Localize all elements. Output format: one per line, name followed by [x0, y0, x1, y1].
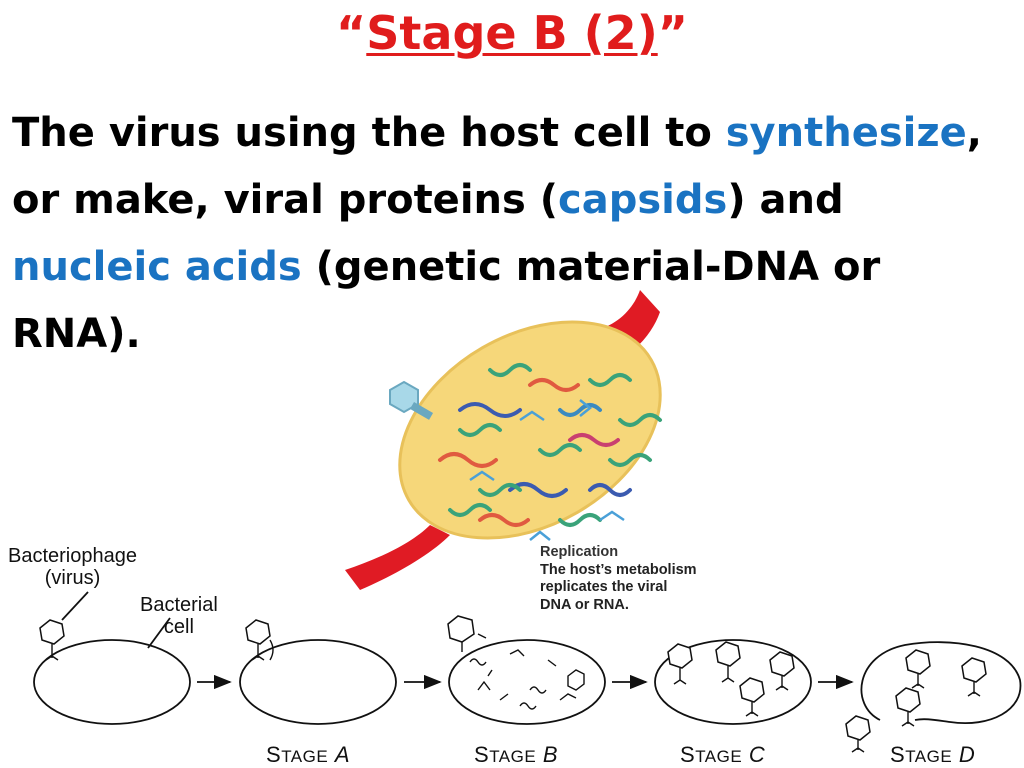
stage-c-initial: S: [680, 742, 696, 767]
stage-a-initial: S: [266, 742, 282, 767]
slide-title: “Stage B (2)”: [0, 8, 1024, 59]
replication-caption: Replication The host’s metabolism replic…: [540, 544, 697, 614]
viral-strands: [438, 378, 632, 527]
title-text: Stage B (2): [366, 6, 658, 60]
stage-b-word: TAGE: [489, 747, 537, 766]
cell-stage-0: [33, 639, 191, 725]
stage-a-word: TAGE: [281, 747, 329, 766]
red-arrow-bottom-icon: [345, 525, 450, 590]
stage-b-initial: S: [474, 742, 490, 767]
stage-a-letter: A: [334, 742, 351, 767]
stage-a-label: STAGE A: [266, 742, 350, 768]
stage-d-letter: D: [958, 742, 976, 767]
body-text-segment: ) and: [727, 177, 844, 223]
stage-b-fragments: [469, 649, 585, 710]
cell-stage-c: [654, 639, 812, 725]
pointer-line: [61, 591, 89, 621]
replication-line-1: The host’s metabolism: [540, 561, 697, 578]
cell-stage-d: [860, 641, 1022, 724]
stage-diagram: [33, 591, 1022, 753]
title-close-quote: ”: [657, 6, 688, 60]
phage-icons: [39, 615, 987, 741]
bacteriophage-label-line-1: Bacteriophage: [8, 545, 137, 567]
stage-d-word: TAGE: [905, 747, 953, 766]
replication-line-2: replicates the viral: [540, 579, 668, 595]
term-nucleic-acids: nucleic acids: [12, 244, 302, 290]
bacteriophage-label-line-2: (virus): [44, 567, 101, 589]
capsid-fragments: [469, 399, 625, 541]
slide-body: The virus using the host cell to synthes…: [12, 100, 1017, 368]
stage-b-label: STAGE B: [474, 742, 558, 768]
body-line-4: RNA).: [12, 301, 1017, 368]
replication-illustration: [345, 290, 662, 590]
pointer-line: [147, 617, 171, 649]
body-line-3: nucleic acids (genetic material-DNA or: [12, 234, 1017, 301]
stage-c-label: STAGE C: [680, 742, 765, 768]
bacterial-cell-label-line-2: cell: [163, 616, 194, 638]
body-line-1: The virus using the host cell to synthes…: [12, 100, 1017, 167]
stage-d-initial: S: [890, 742, 906, 767]
stage-b-letter: B: [542, 742, 559, 767]
stage-d-label: STAGE D: [890, 742, 975, 768]
term-synthesize: synthesize: [725, 110, 967, 156]
cell-stage-b: [448, 639, 606, 725]
replication-line-3: DNA or RNA.: [540, 596, 629, 613]
body-text-segment: ,: [966, 110, 982, 156]
stage-c-word: TAGE: [695, 747, 743, 766]
phage-tails: [45, 633, 981, 753]
body-text-segment: or make, viral proteins (: [12, 177, 559, 223]
bacterial-cell-label-line-1: Bacterial: [140, 594, 218, 616]
body-text-segment: (genetic material-DNA or: [301, 244, 881, 290]
dna-helices: [448, 363, 662, 527]
phage-attached-icon: [389, 380, 434, 420]
term-capsids: capsids: [558, 177, 728, 223]
body-text-segment: The virus using the host cell to: [12, 110, 726, 156]
cell-stage-a: [239, 639, 397, 725]
body-line-2: or make, viral proteins (capsids) and: [12, 167, 1017, 234]
title-open-quote: “: [336, 6, 367, 60]
stage-c-letter: C: [748, 742, 766, 767]
replication-heading: Replication: [540, 544, 619, 560]
bacterial-cell-label: Bacterial cell: [140, 594, 218, 638]
bacteriophage-label: Bacteriophage (virus): [8, 545, 137, 589]
body-text-segment: RNA).: [12, 311, 141, 357]
